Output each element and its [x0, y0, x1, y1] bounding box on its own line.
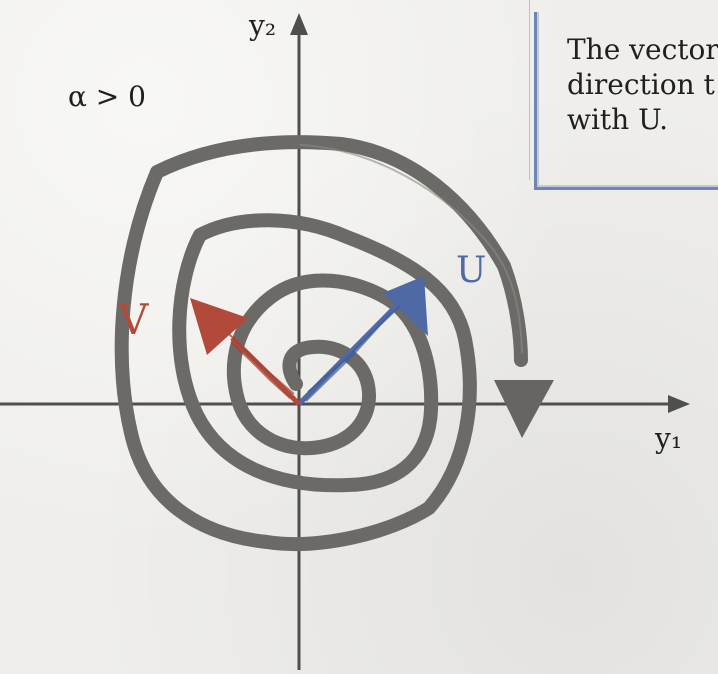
y-axis-arrowhead-icon: [290, 13, 308, 35]
explanation-line-2: direction t: [567, 68, 715, 101]
u-vector-arrowhead-icon: [383, 276, 428, 336]
x-axis-arrowhead-icon: [668, 395, 690, 413]
u-vector-scribble: [305, 305, 401, 402]
explanation-text: The vector direction t with U.: [567, 32, 718, 137]
explanation-box: The vector direction t with U.: [529, 0, 718, 190]
v-vector-label: V: [117, 295, 149, 344]
condition-label: α > 0: [68, 80, 146, 113]
explanation-line-3: with U.: [567, 103, 669, 136]
u-vector-label: U: [456, 250, 486, 291]
v-vector-arrowhead-icon: [190, 298, 248, 355]
x-axis-label: y₁: [654, 422, 682, 455]
explanation-line-1: The vector: [567, 33, 718, 66]
spiral-trajectory: [114, 135, 528, 551]
y-axis-label: y₂: [248, 9, 276, 42]
spiral-end-arrow-icon: [494, 380, 554, 438]
v-vector-scribble: [227, 332, 295, 399]
u-vector-line: [297, 301, 401, 406]
spiral-thin-outline: [299, 144, 523, 354]
